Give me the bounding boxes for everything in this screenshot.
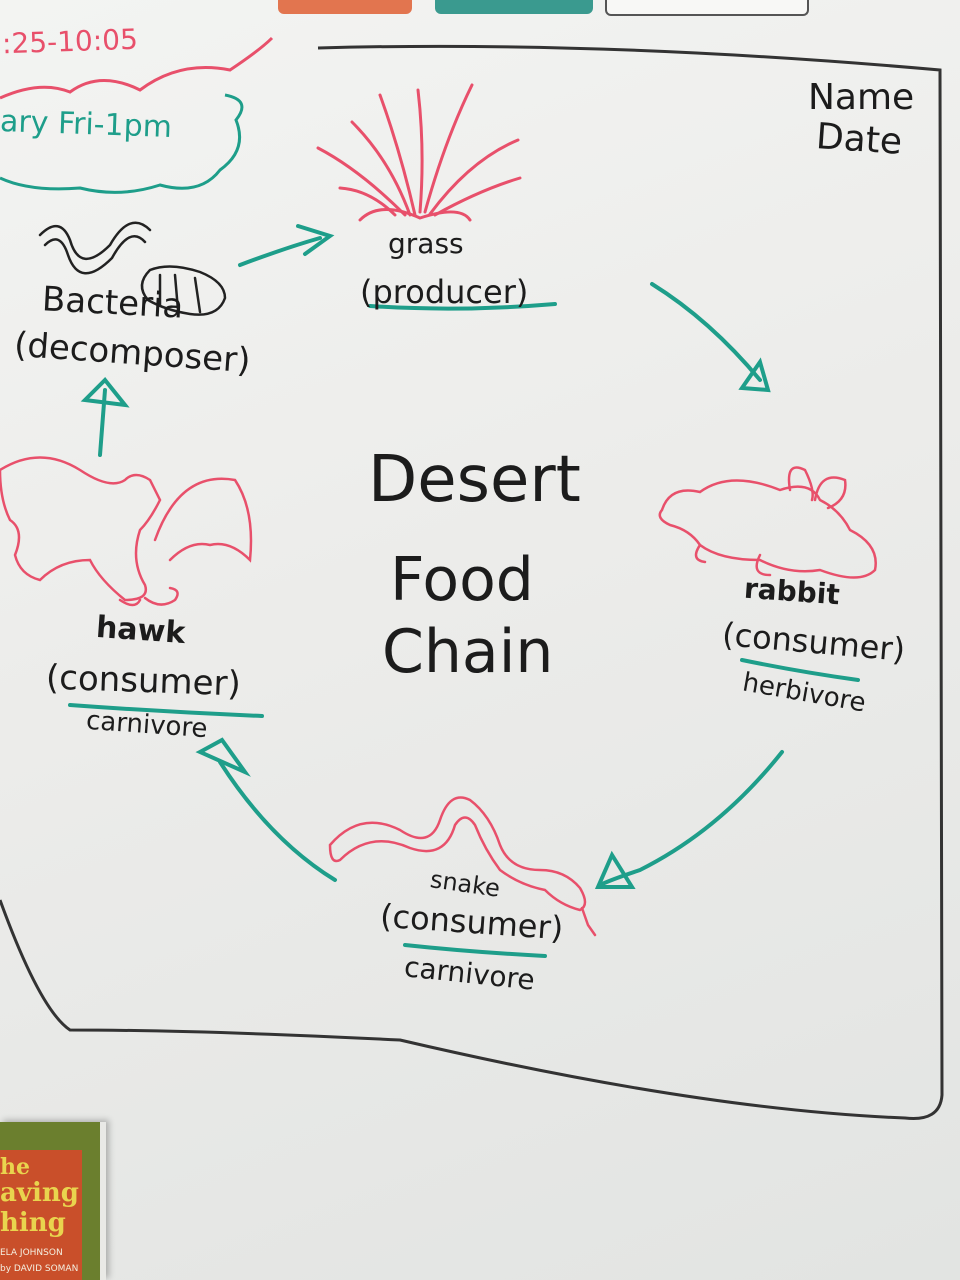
grass-role: (producer) [360, 273, 529, 311]
arrow-bacteria-to-grass [238, 236, 322, 267]
schedule-green-cloud [0, 93, 244, 194]
schedule-red-underline [0, 36, 274, 100]
book-title-line2: aving [0, 1178, 79, 1208]
hawk-name: hawk [94, 609, 187, 652]
title-desert: Desert [368, 443, 581, 517]
arrows [80, 224, 784, 889]
grass-name: grass [388, 227, 464, 260]
schedule-time: :25-10:05 [1, 22, 139, 61]
rabbit-name: rabbit [743, 571, 841, 612]
date-label: Date [814, 116, 904, 163]
hawk-drawing [0, 456, 253, 607]
snake-drawing [328, 796, 597, 937]
book-author: ELA JOHNSON [0, 1248, 63, 1258]
book-title-line1: he [0, 1154, 30, 1180]
bacteria-name: Bacteria [41, 279, 185, 327]
underline-snake-consumer [403, 943, 547, 958]
rabbit-drawing [658, 466, 877, 579]
book-illustrator: by DAVID SOMAN [0, 1264, 79, 1274]
underline-hawk-consumer [68, 703, 264, 718]
underline-producer [368, 302, 557, 311]
magnet-orange [278, 0, 412, 14]
book-cover-art: he aving hing ELA JOHNSON by DAVID SOMAN [0, 1150, 82, 1280]
arrow-hawk-to-bacteria [98, 388, 107, 457]
frame-outline [0, 44, 944, 1121]
grass-drawing [316, 83, 522, 222]
title-food: Food [390, 545, 534, 615]
book-cover: he aving hing ELA JOHNSON by DAVID SOMAN [0, 1122, 106, 1280]
magnet-white [605, 0, 809, 16]
underline-rabbit-consumer [740, 658, 860, 682]
arrow-rabbit-to-snake [598, 750, 784, 887]
title-chain: Chain [382, 617, 554, 687]
hawk-role: (consumer) [45, 657, 242, 705]
hawk-diet: carnivore [85, 705, 209, 745]
book-title-line3: hing [0, 1208, 66, 1238]
name-label: Name [808, 77, 915, 118]
arrow-snake-to-hawk [218, 760, 337, 882]
arrow-grass-to-rabbit [650, 282, 762, 382]
magnet-teal [435, 0, 593, 14]
bacteria-drawing [38, 221, 227, 316]
schedule-library: ary Fri-1pm [0, 104, 173, 145]
